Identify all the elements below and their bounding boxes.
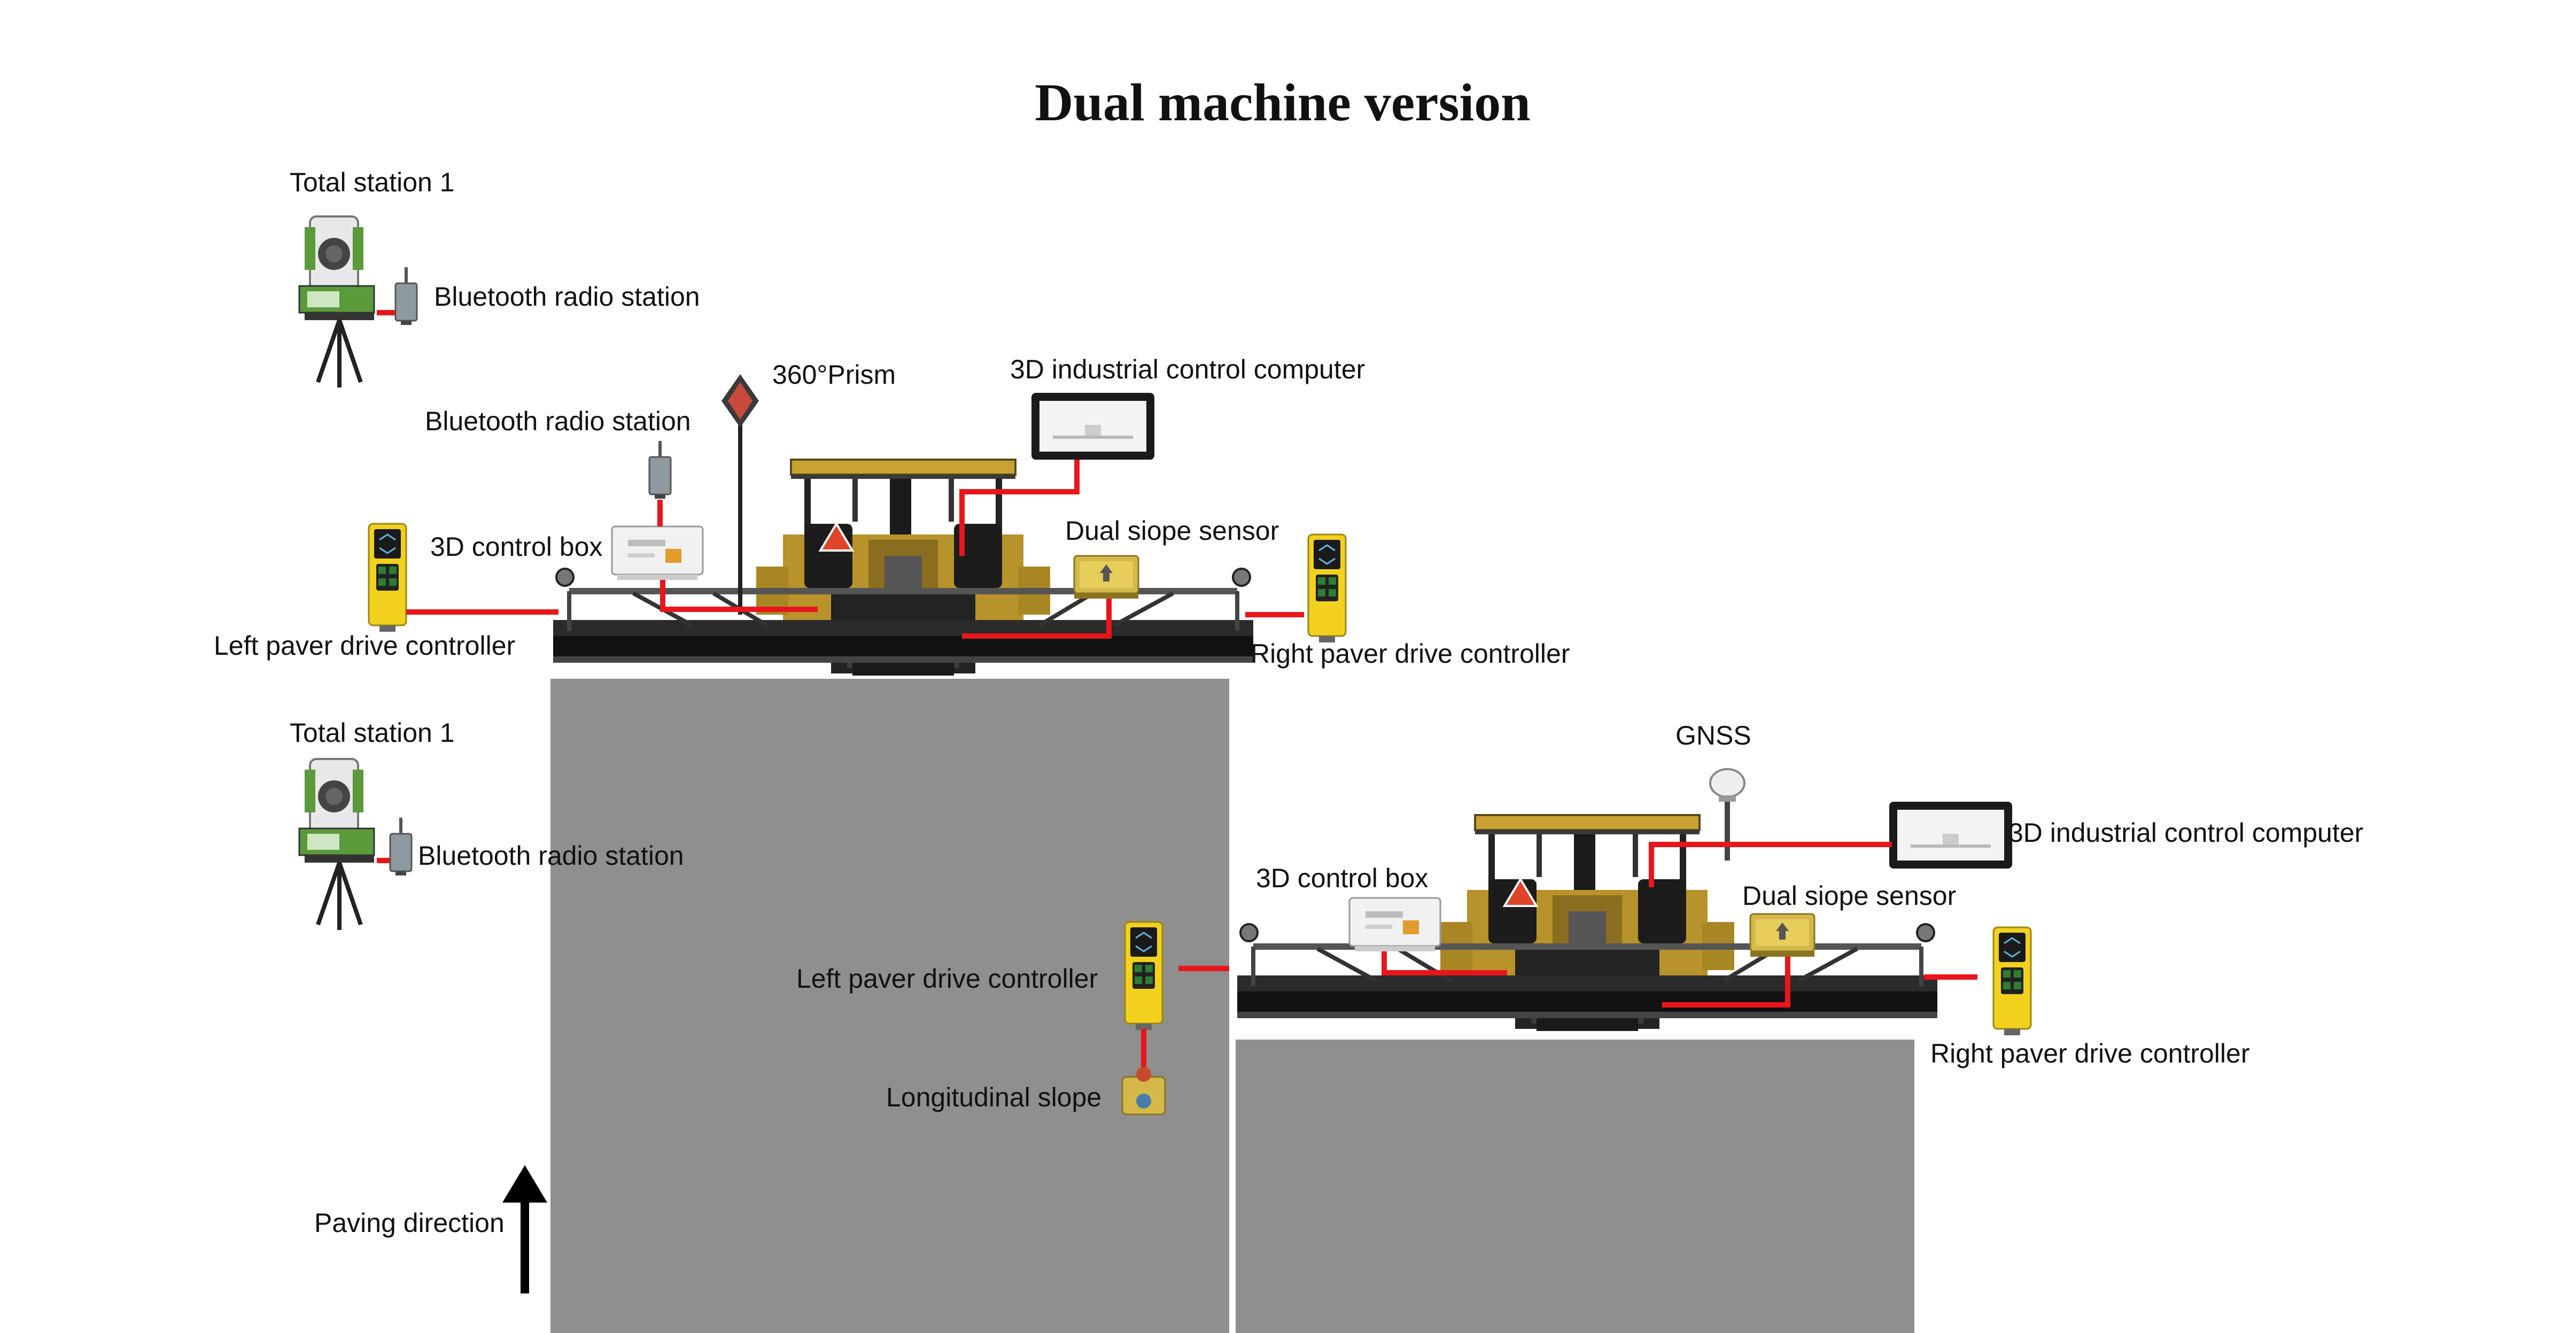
label-left-controller-bottom: Left paver drive controller (796, 964, 1098, 994)
control-box-icon (1348, 897, 1441, 952)
radio-station-icon (648, 440, 672, 500)
longitudinal-slope-icon (1121, 1067, 1166, 1115)
label-gnss: GNSS (1675, 720, 1751, 750)
page-title: Dual machine version (1035, 73, 1531, 132)
radio-station-icon (389, 817, 413, 877)
gnss-antenna-icon (1709, 768, 1745, 802)
label-control-computer-bottom: 3D industrial control computer (2008, 818, 2363, 848)
cables-bottom (1382, 842, 1977, 1007)
paver-icon (1237, 815, 1937, 1031)
label-bluetooth-station-box: Bluetooth radio station (425, 406, 691, 436)
drive-controller-icon (1307, 533, 1347, 644)
label-slope-sensor-bottom: Dual siope sensor (1742, 881, 1956, 911)
drive-controller-icon (1124, 921, 1163, 1031)
paved-road-left (550, 679, 1229, 1333)
label-bluetooth-station-tripod-top: Bluetooth radio station (434, 282, 700, 312)
label-longitudinal-slope: Longitudinal slope (886, 1082, 1101, 1112)
label-prism: 360°Prism (772, 360, 896, 390)
label-right-controller-top: Right paver drive controller (1251, 639, 1570, 669)
radio-station-icon (394, 266, 418, 326)
control-computer-icon (1031, 393, 1154, 460)
label-bluetooth-station-bottom: Bluetooth radio station (418, 841, 684, 871)
label-right-controller-bottom: Right paver drive controller (1930, 1038, 2250, 1068)
label-left-controller-top: Left paver drive controller (214, 631, 515, 661)
label-control-box-bottom: 3D control box (1256, 863, 1428, 893)
total-station-icon (299, 759, 374, 930)
drive-controller-icon (1992, 926, 2032, 1036)
label-paving-direction: Paving direction (314, 1208, 505, 1238)
control-box-icon (611, 525, 704, 581)
label-slope-sensor-top: Dual siope sensor (1065, 516, 1279, 546)
labels: Total station 1 Bluetooth radio station … (214, 167, 2363, 1238)
drive-controller-icon (368, 523, 407, 633)
cables-top (406, 460, 1304, 639)
prism-icon (721, 374, 759, 428)
total-station-icon (299, 216, 374, 387)
slope-sensor-icon (1073, 555, 1139, 600)
label-total-station-top: Total station 1 (290, 167, 455, 197)
control-computer-icon (1889, 802, 2012, 869)
slope-sensor-icon (1749, 913, 1815, 958)
label-control-computer-top: 3D industrial control computer (1010, 354, 1365, 384)
label-total-station-bottom: Total station 1 (290, 718, 455, 748)
arrow-up-icon (502, 1165, 547, 1293)
paved-road-right (1236, 1040, 1914, 1333)
label-control-box-top: 3D control box (430, 532, 602, 562)
